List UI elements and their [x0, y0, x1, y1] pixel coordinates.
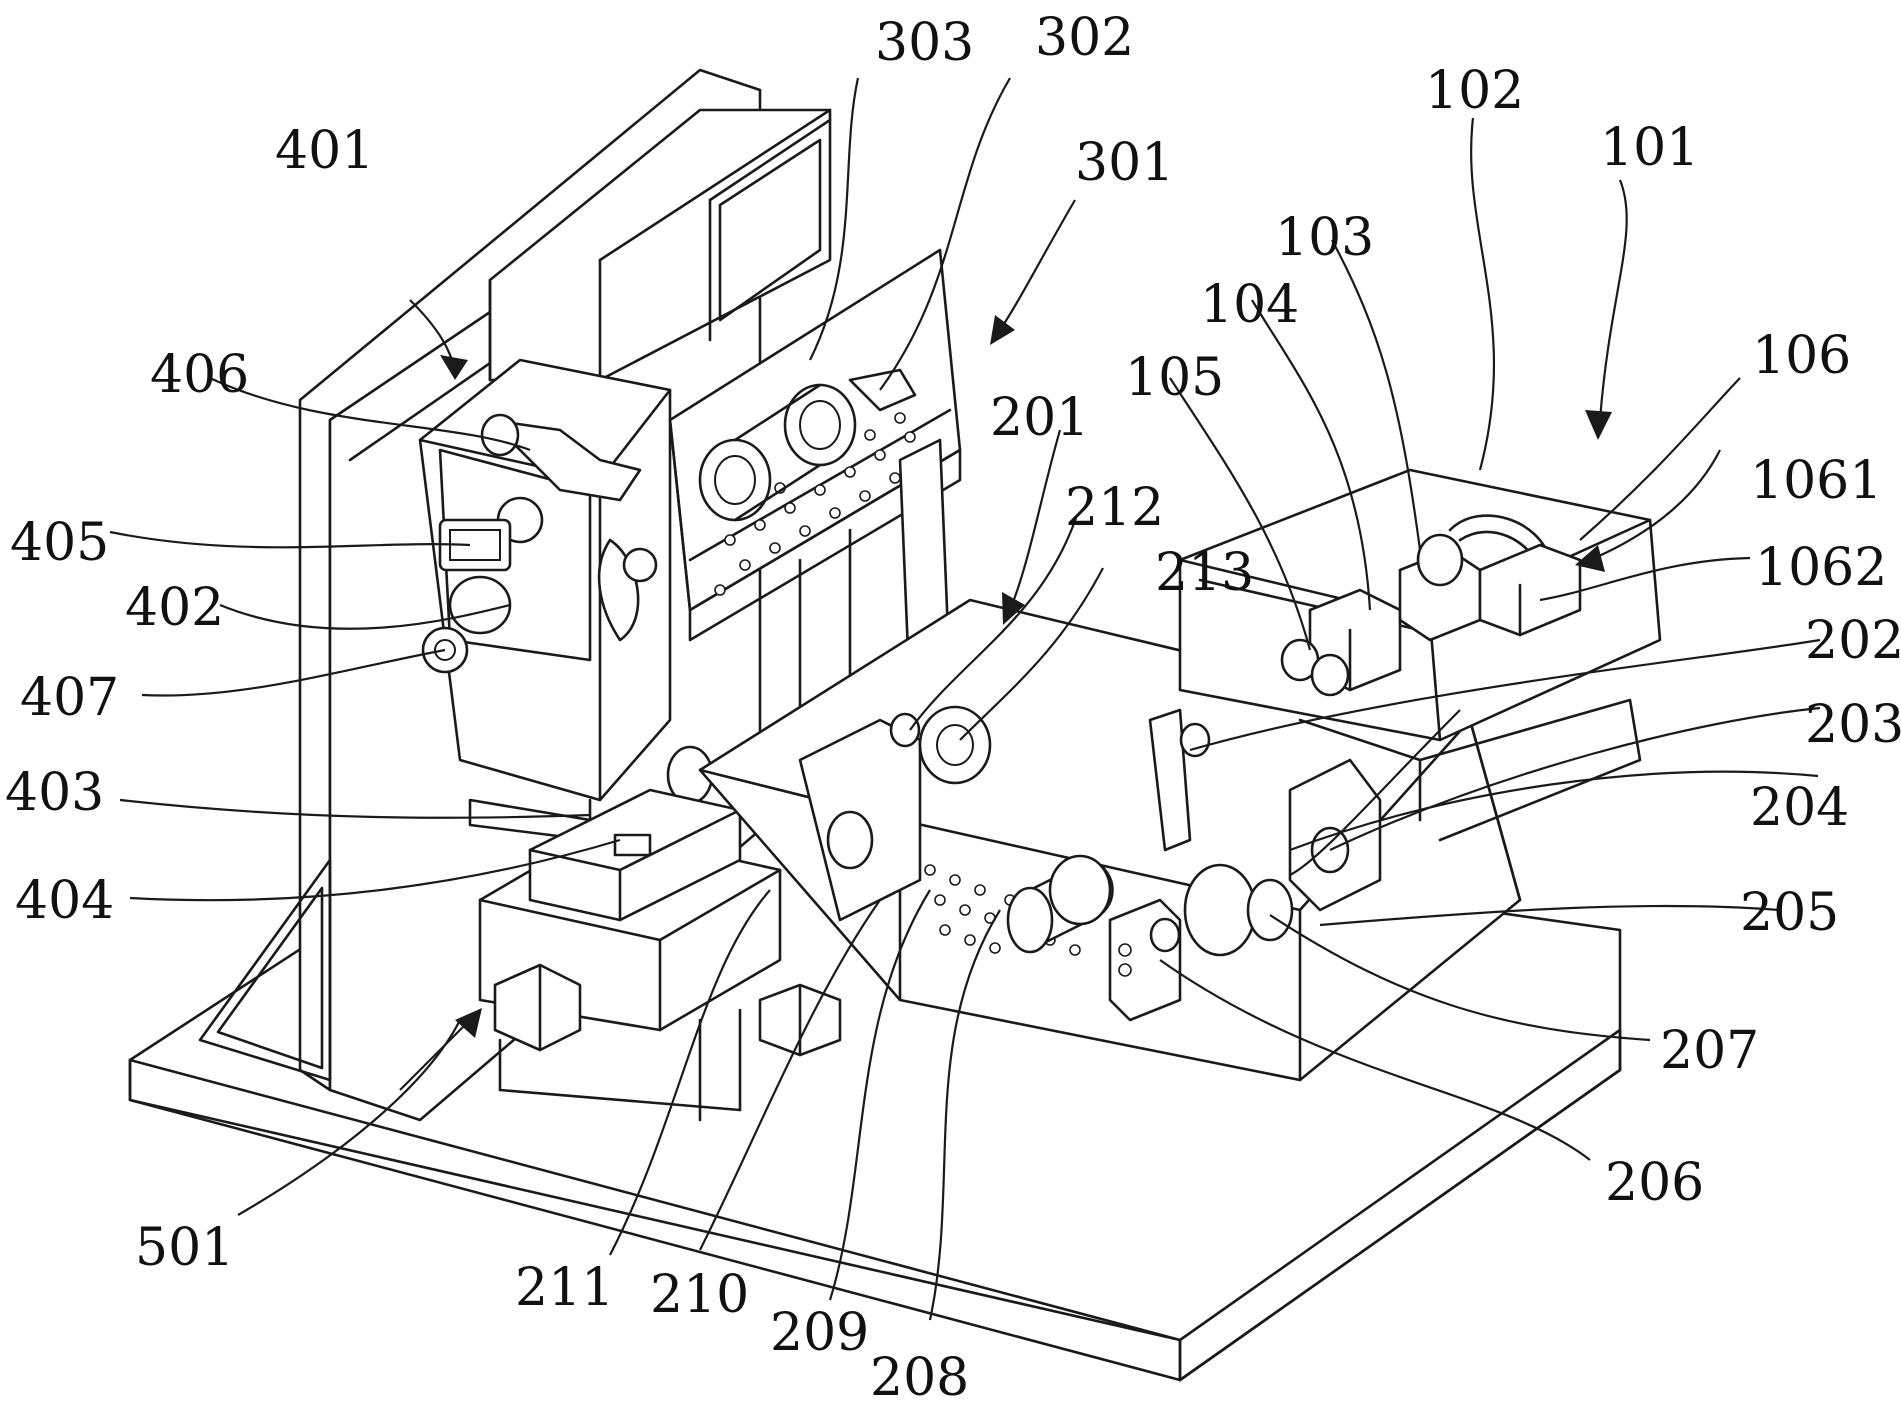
callout-213: 213 [1155, 543, 1254, 603]
motor-housing-top [490, 110, 830, 380]
callout-401: 401 [275, 121, 374, 181]
callout-201: 201 [990, 388, 1089, 448]
callout-210: 210 [650, 1265, 749, 1325]
callout-105: 105 [1125, 348, 1224, 408]
callout-106: 106 [1752, 326, 1851, 386]
arrow-301 [990, 315, 1015, 345]
callout-202: 202 [1805, 611, 1901, 671]
callout-404: 404 [15, 871, 114, 931]
callout-302: 302 [1035, 8, 1134, 68]
callout-406: 406 [150, 345, 249, 405]
callout-209: 209 [770, 1303, 869, 1363]
callout-1061: 1061 [1750, 451, 1882, 511]
callout-405: 405 [10, 513, 109, 573]
callout-204: 204 [1750, 778, 1849, 838]
callout-207: 207 [1660, 1021, 1759, 1081]
callout-301: 301 [1075, 133, 1174, 193]
callout-103: 103 [1275, 208, 1374, 268]
callout-303: 303 [875, 13, 974, 73]
callout-403: 403 [5, 763, 104, 823]
callout-101: 101 [1600, 118, 1699, 178]
callout-205: 205 [1740, 883, 1839, 943]
callout-501: 501 [135, 1218, 234, 1278]
callout-102: 102 [1425, 61, 1524, 121]
callout-104: 104 [1200, 275, 1299, 335]
callout-407: 407 [20, 668, 119, 728]
callout-1062: 1062 [1755, 538, 1887, 598]
arrow-101 [1585, 410, 1612, 440]
callout-211: 211 [515, 1258, 614, 1318]
callout-212: 212 [1065, 478, 1164, 538]
callout-206: 206 [1605, 1153, 1704, 1213]
callout-208: 208 [870, 1348, 969, 1408]
callout-203: 203 [1805, 695, 1901, 755]
callout-402: 402 [125, 578, 224, 638]
